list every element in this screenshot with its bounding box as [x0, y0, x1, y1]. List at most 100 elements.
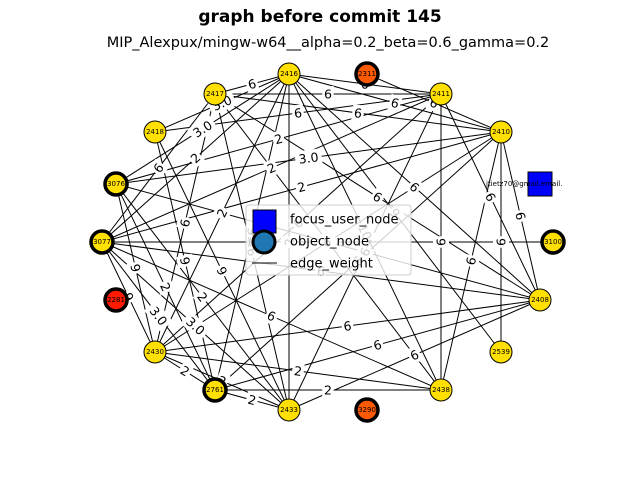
edge-weight-label: 6	[351, 104, 365, 122]
edge-weight-label: 2	[270, 129, 287, 149]
object-node-label: 2433	[280, 406, 298, 414]
edge-weight-text: 6	[343, 318, 353, 334]
edge-weight-label: 6	[404, 177, 425, 197]
edge-weight-label-bg	[212, 204, 232, 222]
edge-weight-label-bg	[187, 115, 218, 143]
edge-weight-label: 2	[293, 177, 310, 197]
edge-weight-label-bg	[180, 311, 211, 341]
edge-weight-label: 2	[322, 382, 334, 398]
edge-weight-label-bg	[404, 177, 425, 197]
edge-weight-text: 6	[372, 337, 384, 354]
edge-weight-text: 6	[434, 238, 449, 246]
edge-weight-label: 3.0	[144, 300, 173, 332]
edge-weight-label: 6	[263, 306, 280, 326]
legend-focus-user-label: focus_user_node	[290, 213, 399, 228]
edge-weight-label-bg	[368, 187, 387, 207]
object-node-label: 3290	[358, 406, 376, 414]
edge-weight-label-bg	[291, 104, 305, 122]
edge-weight-label: 6	[322, 86, 334, 102]
edge-weight-label: 6	[340, 317, 355, 335]
edge-weight-label-bg	[294, 148, 323, 168]
object-node	[103, 287, 129, 313]
edge-weight-text: 2	[296, 179, 308, 196]
object-node-label: 2416	[280, 70, 298, 78]
edge-weight-label: 6	[387, 93, 403, 113]
edge-weight-text: 6	[246, 76, 258, 93]
edge-weight-label-bg	[493, 236, 509, 248]
edge-weight-label-bg	[369, 335, 386, 355]
edge-weight-label: 6	[480, 188, 501, 206]
edge-weight-label: 6	[511, 208, 530, 224]
edge-weight-label-bg	[351, 104, 365, 122]
edge-weight-label-bg	[212, 262, 232, 280]
edge-weight-label-bg	[387, 93, 403, 113]
object-node-label: 3077	[93, 238, 111, 246]
object-node-label: 3100	[544, 238, 562, 246]
edge-weight-label-bg	[406, 345, 423, 365]
edge-weight-text: 9	[127, 262, 143, 273]
object-node-label: 2539	[492, 348, 510, 356]
object-node-label: 2408	[531, 296, 549, 304]
edge-weight-label-bg	[175, 215, 195, 231]
edge-weight-label: 2	[192, 287, 213, 307]
object-node	[143, 340, 167, 364]
edge-weight-label-bg	[244, 390, 260, 410]
object-node	[489, 120, 513, 144]
edge-weight-text: 2	[324, 383, 332, 398]
edge-weight-label-bg	[291, 362, 305, 380]
legend-edge-weight-label: edge_weight	[290, 257, 373, 272]
object-node-label: 2417	[206, 90, 224, 98]
edge-weight-label: 6	[244, 74, 260, 94]
edge-weight-label-bg	[340, 317, 355, 335]
object-node-label: 2761	[206, 386, 224, 394]
edge-weight-label: 6	[433, 236, 449, 248]
edge-weight-label-bg	[244, 74, 260, 94]
edge-weight-label: 6	[148, 158, 169, 178]
edge-weight-label: 6	[493, 236, 509, 248]
object-node-label: 2410	[492, 128, 510, 136]
object-node	[103, 171, 129, 197]
object-node	[89, 229, 115, 255]
legend: focus_user_node object_node edge_weight	[245, 204, 412, 276]
edge-weight-label: 9	[212, 262, 232, 280]
object-node	[528, 288, 552, 312]
object-node-label: 2281	[107, 296, 125, 304]
edge-weight-label: 6	[461, 253, 481, 269]
edge-weight-text: 9	[177, 255, 193, 266]
edge-weight-label: 3.0	[187, 115, 218, 143]
object-node	[354, 397, 380, 423]
edge-weight-label: 3.0	[294, 148, 323, 168]
edge-weight-label-bg	[155, 278, 176, 296]
edge-weight-label: 6	[175, 215, 195, 231]
object-node	[277, 398, 301, 422]
edge-weight-text: 6	[389, 95, 401, 112]
focus-user-node	[527, 171, 553, 197]
object-node	[203, 82, 227, 106]
legend-object-node-label: object_node	[290, 235, 369, 250]
edge-weight-label-bg	[175, 253, 195, 269]
edge-weight-text: 2	[246, 392, 258, 409]
edge-weight-label: 6	[406, 345, 423, 365]
edge-weight-label: 6	[291, 104, 305, 122]
focus-user-node-label: jtietz70@gmail.email.	[485, 180, 562, 188]
object-node	[489, 340, 513, 364]
object-node	[202, 377, 228, 403]
edge-weight-label: 2	[291, 362, 305, 380]
object-node	[540, 229, 566, 255]
edge-weight-label-bg	[293, 177, 310, 197]
edge-weight-label: 9	[126, 260, 145, 276]
object-node-label: 2430	[146, 348, 164, 356]
object-node-label: 2411	[432, 90, 450, 98]
edge-weight-text: 6	[494, 238, 509, 246]
edge-weight-text: 6	[512, 210, 528, 221]
object-node	[354, 61, 380, 87]
edge-weight-label: 2	[155, 278, 176, 296]
edge-weight-label-bg	[322, 86, 334, 102]
object-node-label: 2311	[358, 70, 376, 78]
object-node-label: 3076	[107, 180, 125, 188]
edge-weight-text: 2	[293, 363, 303, 379]
edge-weight-label-bg	[270, 129, 287, 149]
edge-weight-label-bg	[263, 158, 280, 178]
edge-weight-label-bg	[263, 306, 280, 326]
